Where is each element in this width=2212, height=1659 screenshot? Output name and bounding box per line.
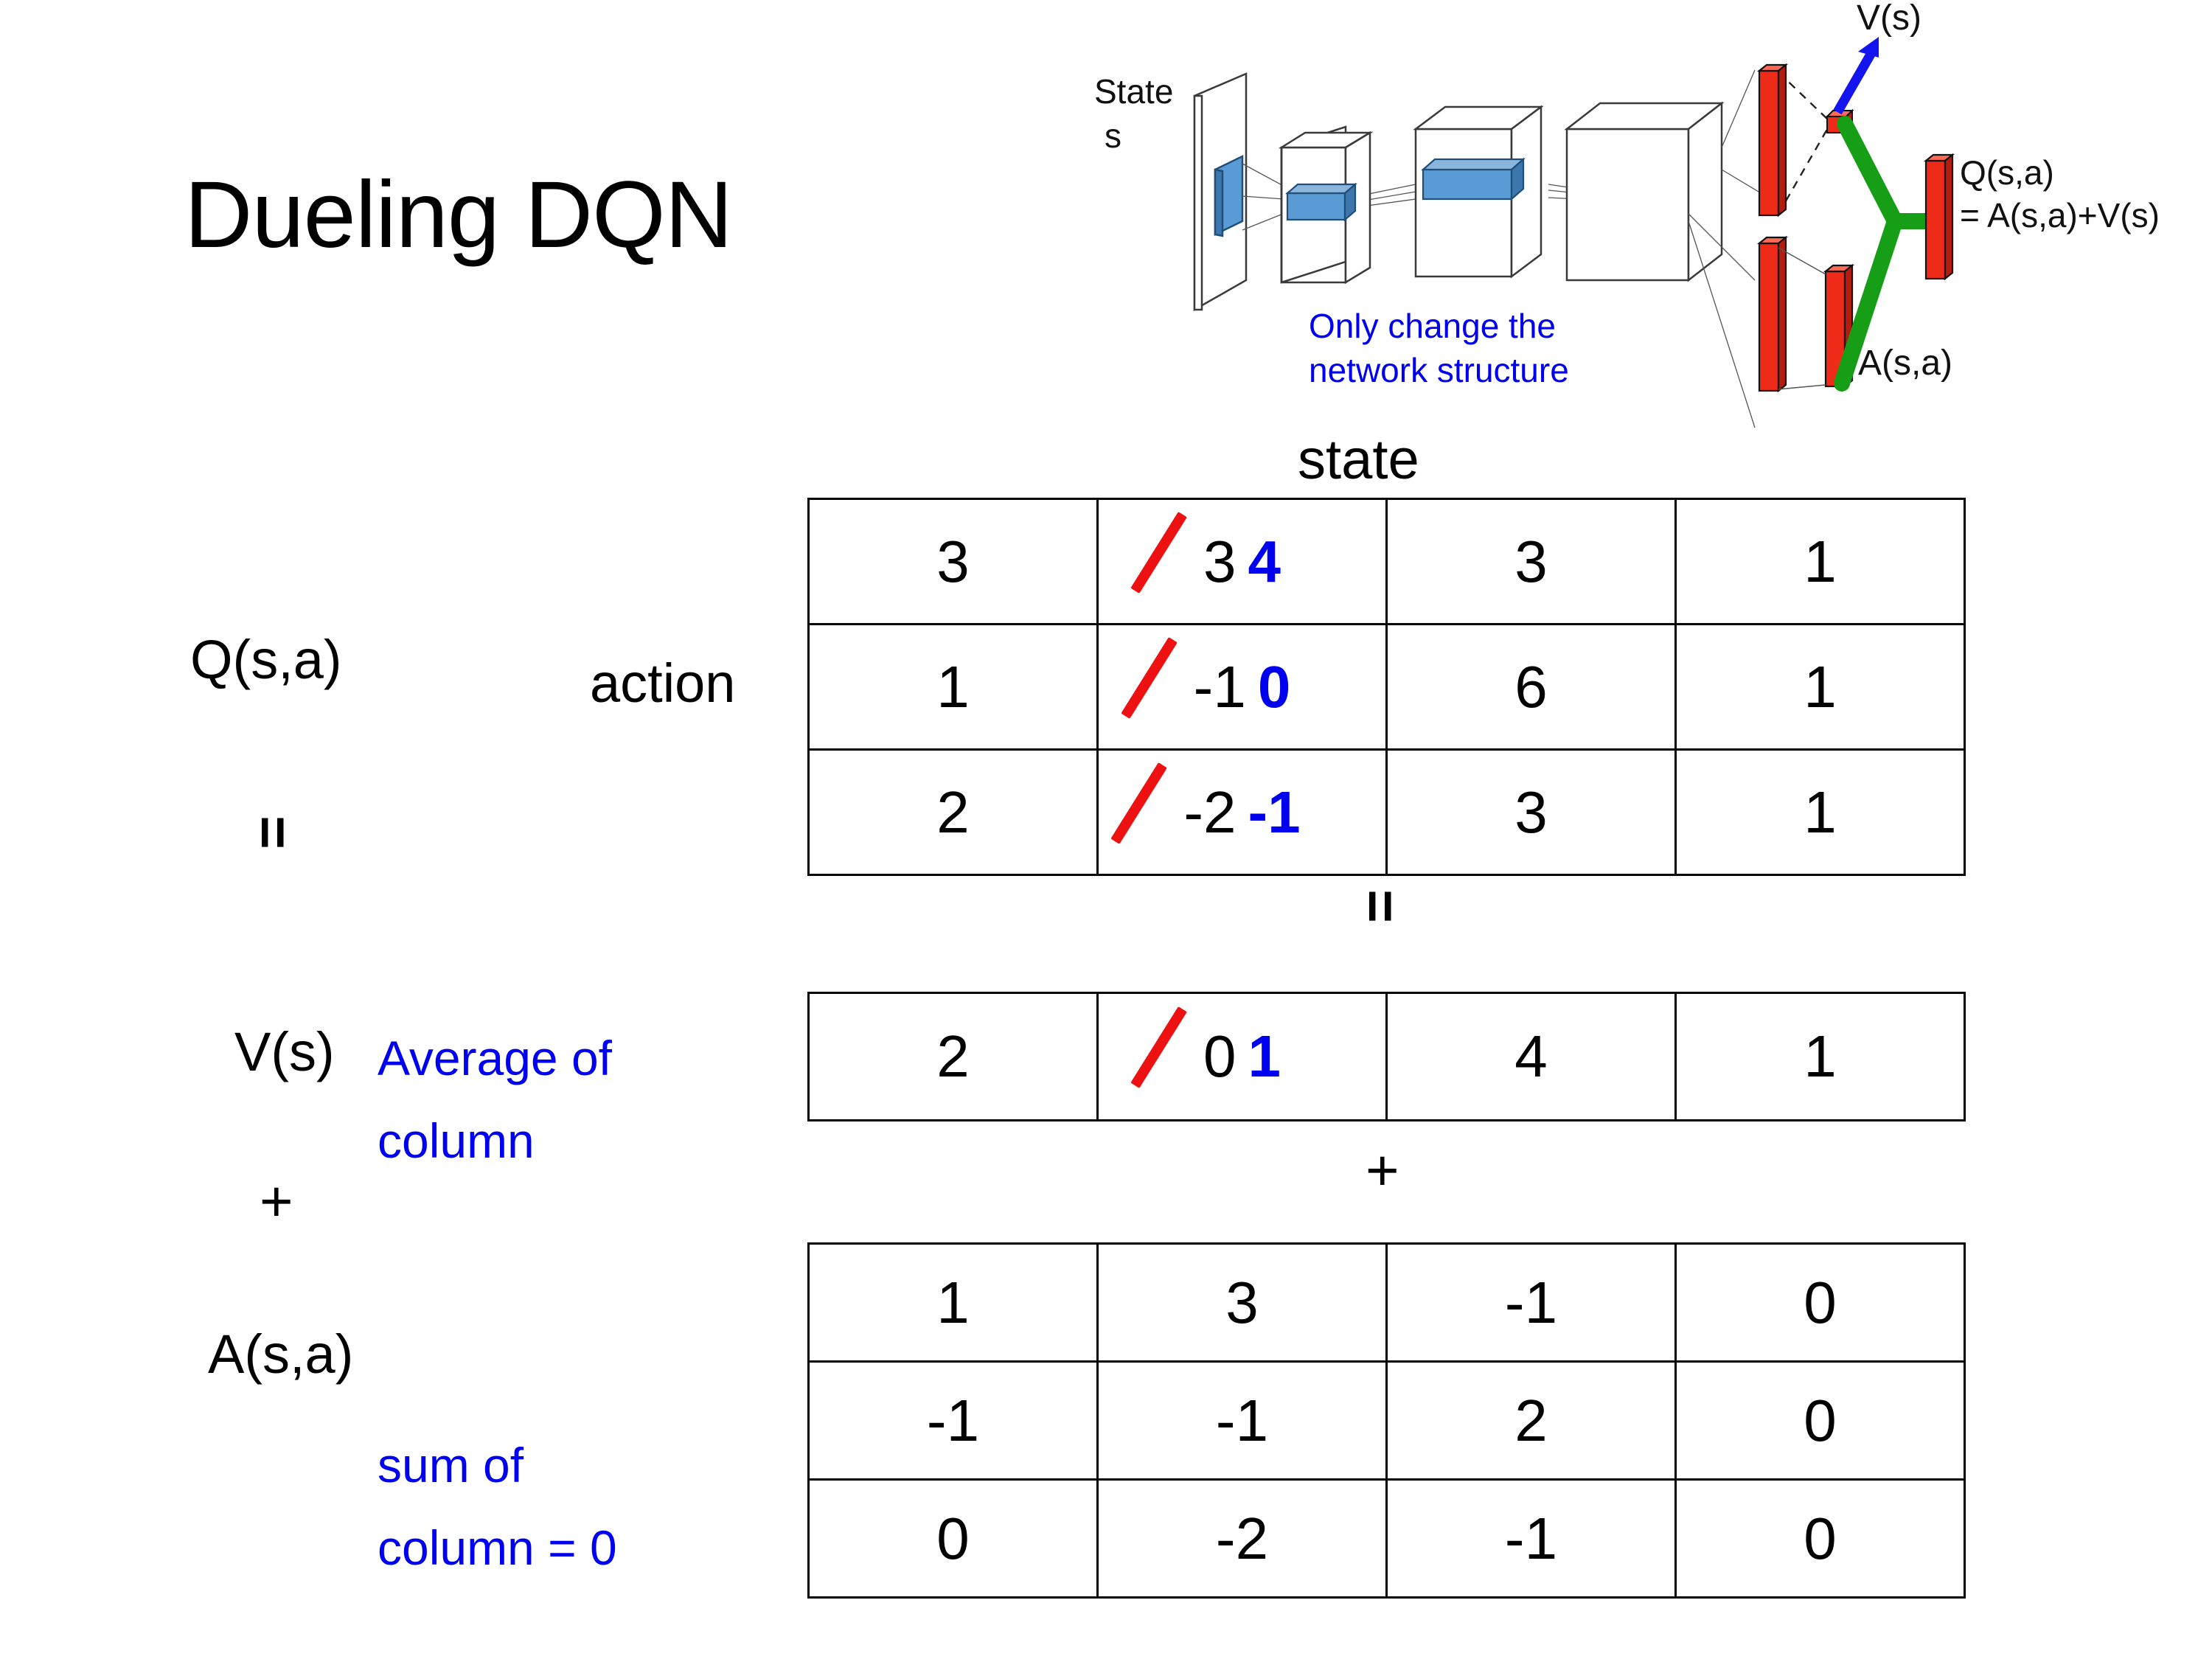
struck-old-value: 3: [1203, 528, 1237, 594]
conv-block-2: [1413, 105, 1544, 279]
state-input-label-line1: State: [1094, 72, 1173, 111]
v-note-line2: column: [378, 1113, 535, 1168]
table-cell: 1: [807, 623, 1099, 751]
equals-sign-between-q-and-v: =: [1348, 889, 1413, 923]
input-filter-shape: [1214, 155, 1244, 237]
table-cell: 0: [807, 1478, 1099, 1599]
table-cell: 2: [807, 992, 1099, 1121]
table-cell: 3: [1096, 1242, 1388, 1363]
table-cell: 2: [1385, 1360, 1677, 1481]
a-function-label: A(s,a): [208, 1324, 354, 1385]
dueling-network-diagram: State s V(s) A(s,a) Q(s,a) = A(s,a)+V(s)…: [1091, 0, 2212, 428]
conv-block-1: [1278, 125, 1374, 285]
table-cell: 3: [1385, 498, 1677, 625]
advantage-stream-label: A(s,a): [1858, 344, 1952, 383]
table-cell: 1: [807, 1242, 1099, 1363]
table-cell: 0: [1674, 1478, 1966, 1599]
table-cell: -1: [1385, 1478, 1677, 1599]
conv-filter-2: [1421, 157, 1526, 201]
table-cell: 1: [1674, 992, 1966, 1121]
a-note-line1: sum of: [378, 1438, 524, 1492]
q-output-bar: [1923, 153, 1955, 281]
table-cell: -1: [1385, 1242, 1677, 1363]
v-note-line1: Average of: [378, 1031, 613, 1085]
struck-old-value: -1: [1193, 653, 1246, 720]
table-cell: 3: [807, 498, 1099, 625]
corrected-new-value: -1: [1248, 779, 1301, 845]
corrected-new-value: 4: [1248, 528, 1281, 594]
state-axis-label: state: [1298, 428, 1419, 491]
corrected-new-value: 1: [1248, 1023, 1281, 1089]
diagram-note-line1: Only change the: [1309, 307, 1556, 345]
state-input-label-line2: s: [1105, 116, 1121, 155]
table-cell: 1: [1674, 623, 1966, 751]
conv-block-3: [1564, 101, 1725, 282]
struck-old-value: -2: [1183, 779, 1237, 845]
table-cell: 1: [1674, 498, 1966, 625]
plus-sign-left: +: [260, 1169, 293, 1234]
q-output-label-line2: = A(s,a)+V(s): [1960, 196, 2160, 234]
value-output-arrow: [1833, 37, 1879, 115]
table-cell: -2: [1096, 1478, 1388, 1599]
table-cell: -1: [1096, 1360, 1388, 1481]
table-cell: 1: [1674, 748, 1966, 876]
q-output-label-line1: Q(s,a): [1960, 153, 2054, 192]
value-stream-label: V(s): [1857, 0, 1921, 38]
v-function-label: V(s): [234, 1021, 335, 1082]
table-cell: 2: [807, 748, 1099, 876]
advantage-stream-bar: [1756, 235, 1789, 393]
diagram-note-line2: network structure: [1309, 351, 1569, 389]
table-cell: -1: [807, 1360, 1099, 1481]
table-cell: 0: [1674, 1360, 1966, 1481]
table-cell-corrected: -2-1: [1096, 748, 1388, 876]
equals-sign-q-decomp: =: [240, 815, 306, 849]
table-cell: 3: [1385, 748, 1677, 876]
a-note-line2: column = 0: [378, 1520, 617, 1575]
corrected-new-value: 0: [1257, 653, 1291, 720]
value-stream-bar: [1756, 63, 1789, 218]
conv-filter-1: [1285, 182, 1357, 222]
table-cell: 0: [1674, 1242, 1966, 1363]
table-cell: 6: [1385, 623, 1677, 751]
page-title: Dueling DQN: [184, 162, 733, 268]
table-cell: 4: [1385, 992, 1677, 1121]
plus-sign-between-v-and-a: +: [1366, 1138, 1399, 1203]
value-dashed-link: [1777, 72, 1830, 215]
action-axis-label: action: [590, 653, 736, 714]
struck-old-value: 0: [1203, 1023, 1237, 1089]
q-function-label: Q(s,a): [190, 629, 342, 690]
